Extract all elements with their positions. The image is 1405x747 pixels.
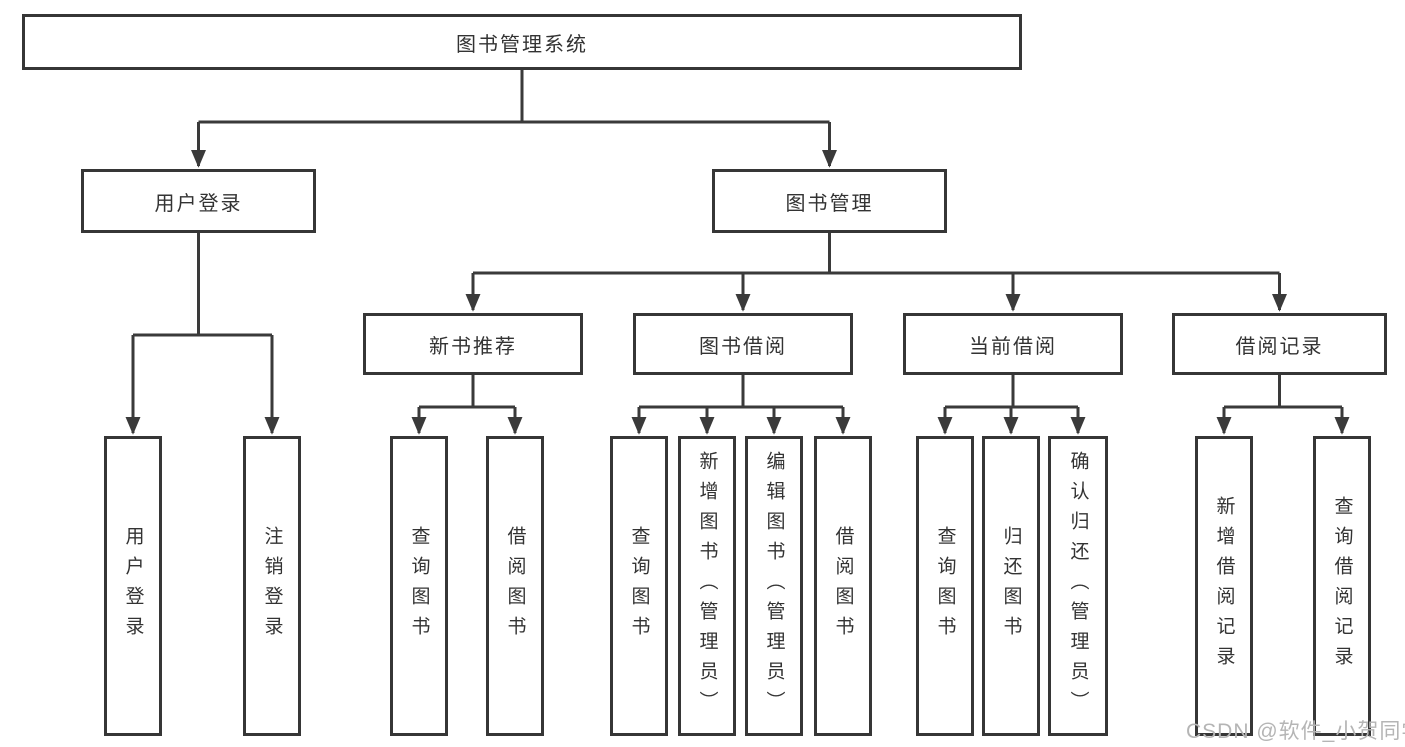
leaf-add-books-admin: 新增图书（管理员） <box>678 436 736 736</box>
leaf-edit-books-admin: 编辑图书（管理员） <box>745 436 803 736</box>
leaf-borrow-books: 借阅图书 <box>814 436 872 736</box>
node-book-management: 图书管理 <box>712 169 947 233</box>
leaf-user-login: 用户登录 <box>104 436 162 736</box>
leaf-query-borrow-record: 查询借阅记录 <box>1313 436 1371 736</box>
leaf-confirm-return-admin: 确认归还（管理员） <box>1048 436 1108 736</box>
leaf-query-books: 查询图书 <box>916 436 974 736</box>
node-user-login: 用户登录 <box>81 169 316 233</box>
leaf-add-borrow-record: 新增借阅记录 <box>1195 436 1253 736</box>
node-library-system-root: 图书管理系统 <box>22 14 1022 70</box>
csdn-watermark: CSDN @软件_小贺同学 <box>1186 720 1405 743</box>
leaf-query-books: 查询图书 <box>610 436 668 736</box>
leaf-borrow-books: 借阅图书 <box>486 436 544 736</box>
leaf-query-books: 查询图书 <box>390 436 448 736</box>
node-book-borrowing: 图书借阅 <box>633 313 853 375</box>
leaf-return-books: 归还图书 <box>982 436 1040 736</box>
node-new-book-recommend: 新书推荐 <box>363 313 583 375</box>
leaf-logout: 注销登录 <box>243 436 301 736</box>
node-current-borrowing: 当前借阅 <box>903 313 1123 375</box>
node-borrow-records: 借阅记录 <box>1172 313 1387 375</box>
